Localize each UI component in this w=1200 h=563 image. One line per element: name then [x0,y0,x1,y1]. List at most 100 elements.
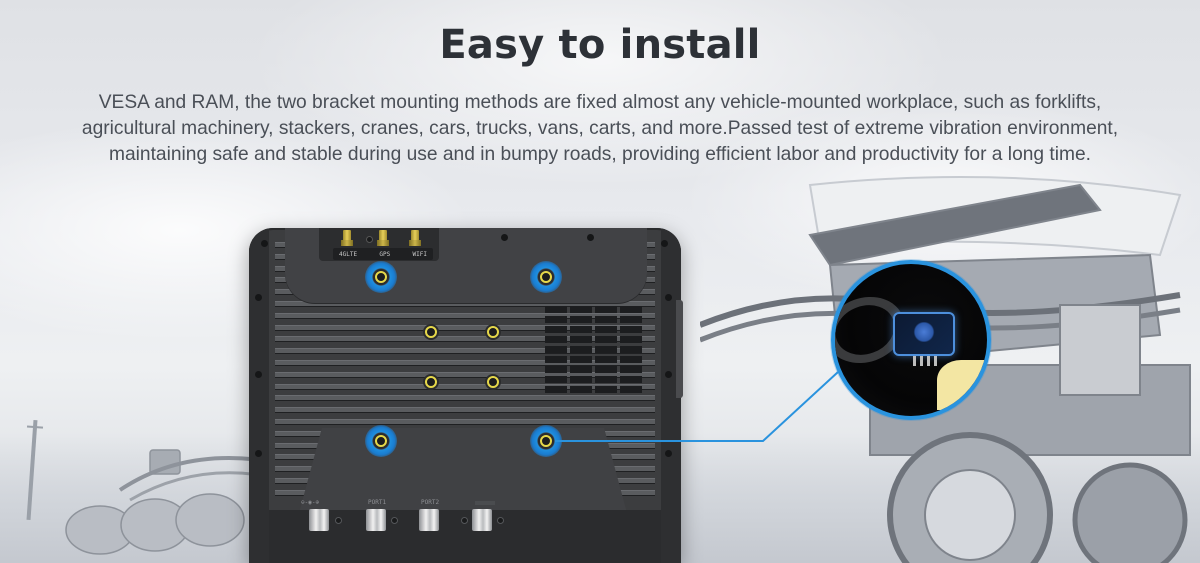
light-glow [937,360,987,410]
port-label-1: PORT1 [368,499,387,506]
case-screw [255,371,262,378]
agricultural-machinery-right [700,176,1191,563]
ram-mount-hole [425,376,437,388]
port-screw [391,517,398,524]
heat-sink-rib [275,419,655,425]
port-1-connector [366,509,386,531]
vent-slot [595,306,617,313]
port-label-3-faint [475,501,495,505]
vent-slot [620,346,642,353]
case-screw [261,240,268,247]
vesa-mount-hole [540,271,552,283]
rugged-tablet-back: 4GLTE GPS WIFI ⊖-◉-⊕ PORT1 PORT2 [249,228,681,563]
vent-slot [595,346,617,353]
case-screw [665,450,672,457]
heat-sink-rib [275,371,655,378]
heat-sink-rib [275,383,655,390]
vent-slot [570,376,592,383]
vesa-mount-hole [375,435,387,447]
vent-slot [595,326,617,333]
vent-slot [570,316,592,323]
vent-slot [570,336,592,343]
ram-mount-hole [487,376,499,388]
heat-sink-rib [275,395,655,402]
in-vehicle-callout-circle [831,260,991,420]
case-screw [665,371,672,378]
vent-slot [620,336,642,343]
vent-slot [545,326,567,333]
vent-slot [570,346,592,353]
agricultural-machinery-left [65,449,260,555]
heat-sink-rib [275,360,655,366]
antenna-connector-icon [341,230,353,246]
mounted-tablet-illustration [893,312,955,356]
port-label-2: PORT2 [421,499,440,506]
page-title: Easy to install [439,22,761,68]
antenna-hole [366,236,373,243]
vent-slot [570,326,592,333]
port-2-connector [419,509,439,531]
side-tab [676,300,683,398]
antenna-label-gps: GPS [379,250,391,258]
vent-slot [570,306,592,313]
vent-slot [545,366,567,373]
vent-slot [620,326,642,333]
vesa-mount-hole [375,271,387,283]
vent-slot [570,366,592,373]
vent-slot [545,386,567,393]
case-screw [587,234,594,241]
port-screw [335,517,342,524]
vent-slot [545,316,567,323]
case-screw [501,234,508,241]
heat-sink-rib [275,324,655,331]
description-line-2: agricultural machinery, stackers, cranes… [81,118,1119,139]
heat-sink-rib [275,336,655,343]
vent-slot [545,306,567,313]
heat-sink-rib [275,407,655,414]
vent-slot [595,376,617,383]
vent-slot [595,356,617,363]
description-line-1: VESA and RAM, the two bracket mounting m… [98,92,1102,113]
dc-power-port [309,509,329,531]
vent-slot [620,386,642,393]
case-screw [255,450,262,457]
antenna-label-wifi: WIFI [412,250,427,258]
case-screw [255,294,262,301]
port-screw [461,517,468,524]
case-screw [661,240,668,247]
vent-slot [545,336,567,343]
tablet-connectors [913,356,939,366]
ram-mount-hole [425,326,437,338]
heat-sink-rib [275,312,655,319]
vent-slot [595,316,617,323]
port-screw [497,517,504,524]
vesa-mount-hole [540,435,552,447]
port-3-connector [472,509,492,531]
antenna-connector-icon [377,230,389,246]
vent-slot [620,316,642,323]
antenna-labels: 4GLTE GPS WIFI [333,248,433,260]
antenna-label-4glte: 4GLTE [339,250,358,258]
vent-slot [595,386,617,393]
vent-slot [570,356,592,363]
heat-sink-rib [275,348,655,355]
vent-slot [595,366,617,373]
description: VESA and RAM, the two bracket mounting m… [40,90,1160,168]
vent-slot [545,376,567,383]
vent-slot [570,386,592,393]
vent-slot [620,356,642,363]
top-panel: 4GLTE GPS WIFI [285,228,647,303]
vent-slot [545,356,567,363]
left-bezel [249,228,269,563]
power-symbol: ⊖-◉-⊕ [301,499,320,506]
vent-slot [620,366,642,373]
vent-slot [620,306,642,313]
ram-mount-hole [487,326,499,338]
vent-slot [595,336,617,343]
vent-slot [545,346,567,353]
vent-slot [620,376,642,383]
antenna-connector-icon [409,230,421,246]
description-line-3: maintaining safe and stable during use a… [109,144,1091,165]
case-screw [665,294,672,301]
vent-grid [545,306,655,398]
